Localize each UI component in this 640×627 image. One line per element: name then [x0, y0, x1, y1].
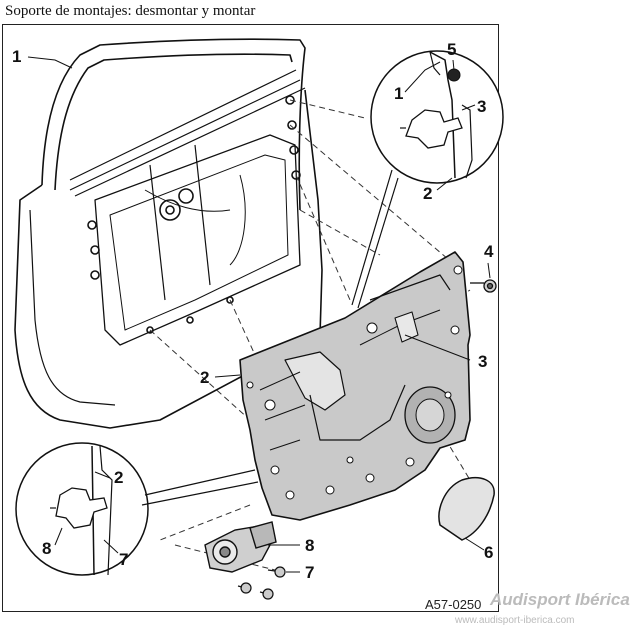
callout-7-screws: 7 [305, 563, 314, 582]
callout-3-clip: 3 [478, 352, 487, 371]
diagram-frame [2, 24, 499, 612]
page-title: Soporte de montajes: desmontar y montar [5, 3, 256, 19]
callout-1-detail: 1 [394, 84, 403, 103]
callout-8-window-motor: 8 [305, 536, 314, 555]
leader-lines [27, 56, 491, 573]
callout-7-lower-detail: 7 [119, 550, 128, 569]
callout-8-lower-detail: 8 [42, 539, 51, 558]
callout-6-cover: 6 [484, 543, 493, 562]
callout-3-detail: 3 [477, 97, 486, 116]
callout-1-door-frame: 1 [12, 47, 21, 66]
detail-circle-bottom [15, 442, 259, 576]
screw-4 [470, 279, 497, 293]
door-frame [14, 38, 323, 429]
trim-panel [239, 251, 471, 521]
callout-2-lower-detail: 2 [114, 468, 123, 487]
cover-6 [438, 476, 495, 541]
watermark-url: www.audisport-iberica.com [454, 615, 575, 626]
drawing-code: A57-0250 [425, 597, 481, 612]
callout-2-trim-panel: 2 [200, 368, 209, 387]
callout-5-seal-plug: 5 [447, 40, 456, 59]
detail-circle-top [351, 50, 504, 309]
window-motor [204, 521, 277, 573]
callout-2-detail: 2 [423, 184, 432, 203]
motor-screws [237, 566, 286, 600]
callout-4-screw: 4 [484, 242, 494, 261]
watermark-brand: Audisport Ibérica [489, 590, 630, 609]
